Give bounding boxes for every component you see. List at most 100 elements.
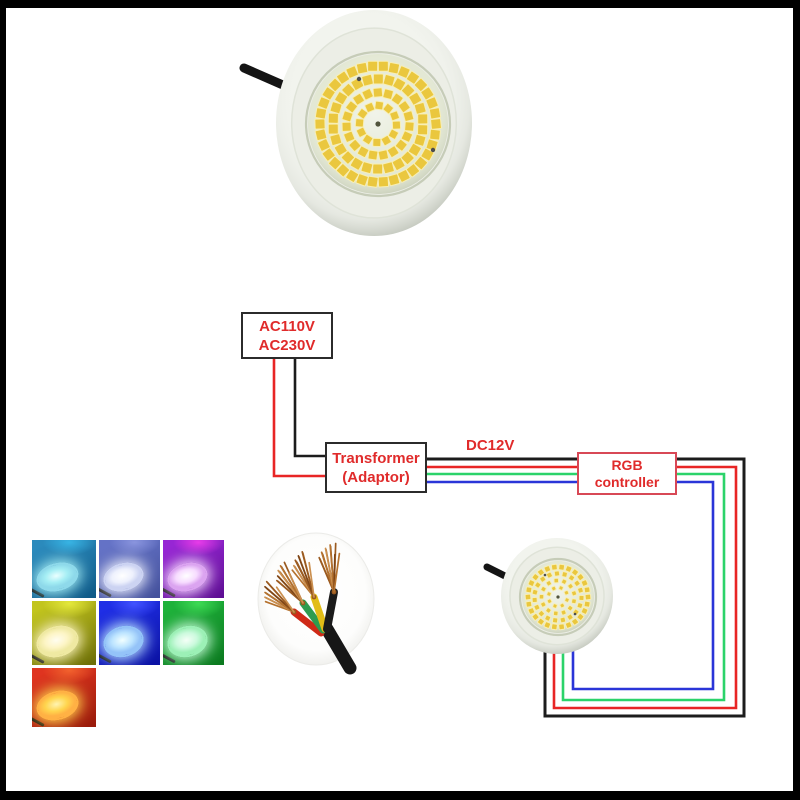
led-chip xyxy=(341,110,354,123)
led-chip xyxy=(544,614,552,622)
led-chip xyxy=(400,130,414,143)
led-chip xyxy=(329,133,343,147)
led-chip xyxy=(380,134,392,147)
led-chip xyxy=(386,145,400,158)
lit-pool-light xyxy=(33,685,83,725)
led-chip xyxy=(405,70,421,85)
led-chip xyxy=(356,108,369,120)
core-yellow xyxy=(310,593,329,633)
led-chip xyxy=(417,124,429,136)
led-chip xyxy=(355,173,369,187)
core-red xyxy=(290,608,325,637)
led-chip xyxy=(321,86,336,101)
led-chip xyxy=(571,617,579,626)
led-chip xyxy=(553,570,561,577)
core-green xyxy=(299,599,327,634)
led-chip xyxy=(576,612,585,621)
led-chip xyxy=(580,579,589,587)
led-chip xyxy=(402,110,415,122)
led-chip xyxy=(413,77,429,93)
led-chip xyxy=(372,137,382,148)
led-chip xyxy=(550,623,558,631)
led-chip xyxy=(377,60,389,72)
color-sample-tile-lavender-blue xyxy=(99,540,160,598)
led-chip xyxy=(560,609,567,616)
color-sample-tile-ice-blue xyxy=(32,540,96,598)
transformer-box: Transformer (Adaptor) xyxy=(325,442,427,493)
led-chip xyxy=(430,118,442,130)
transformer-box-line1: Transformer xyxy=(332,449,420,467)
core-black xyxy=(323,588,338,633)
lit-pool-light xyxy=(163,621,212,662)
led-chip xyxy=(428,107,442,120)
led-chip xyxy=(413,101,427,115)
led-chip xyxy=(553,577,560,584)
led-chip xyxy=(540,585,547,593)
led-chip xyxy=(531,588,539,596)
led-chip xyxy=(417,113,429,125)
led-chip xyxy=(558,563,566,571)
led-chip xyxy=(361,73,374,87)
led-chip xyxy=(545,580,553,587)
led-chip xyxy=(355,62,369,75)
dc12v-label: DC12V xyxy=(466,437,515,454)
led-chip xyxy=(552,610,559,617)
led-chip xyxy=(362,133,374,146)
led-chip xyxy=(345,168,360,183)
led-chip xyxy=(335,70,351,85)
led-chip xyxy=(355,126,367,138)
led-chip xyxy=(580,607,589,615)
led-chip xyxy=(372,87,384,98)
lit-pool-light xyxy=(33,557,83,597)
led-chip xyxy=(533,603,541,611)
board-ring xyxy=(518,557,598,637)
led-chip xyxy=(550,585,557,592)
led-chip xyxy=(341,82,356,98)
led-chip xyxy=(387,173,401,187)
rgb-controller-box: RGB controller xyxy=(577,452,677,495)
led-chip xyxy=(525,586,533,594)
led-chip xyxy=(527,607,536,615)
wire-ac-red xyxy=(272,359,326,478)
led-chip xyxy=(578,594,585,601)
led-chip xyxy=(413,155,429,171)
led-chip xyxy=(538,593,545,600)
led-chip xyxy=(327,112,339,124)
led-chip xyxy=(327,123,339,135)
led-chip xyxy=(546,591,552,597)
led-chip xyxy=(545,571,553,579)
led-chip xyxy=(563,589,570,596)
led-chip xyxy=(550,563,558,571)
led-chip xyxy=(354,118,365,128)
led-chip xyxy=(568,574,576,582)
led-chip xyxy=(559,616,567,624)
led-chip xyxy=(531,612,540,621)
color-sample-tile-purple xyxy=(163,540,224,598)
led-chip xyxy=(356,145,370,159)
led-chip xyxy=(396,169,411,183)
ac-power-box: AC110V AC230V xyxy=(241,312,333,359)
led-chip xyxy=(345,65,359,79)
led-chip xyxy=(540,601,547,608)
pool-light-photo-large xyxy=(239,10,472,236)
led-chip xyxy=(397,100,411,114)
center-hole xyxy=(375,121,381,127)
led-chip xyxy=(583,600,591,608)
lit-pool-light xyxy=(33,620,83,662)
led-chip xyxy=(425,138,439,152)
led-chip xyxy=(413,133,427,147)
lit-pool-light xyxy=(99,621,148,662)
led-chip xyxy=(317,96,331,110)
screw-dot xyxy=(430,147,436,153)
screw-dot xyxy=(573,612,577,616)
led-chip xyxy=(400,150,415,166)
led-chip xyxy=(576,573,585,582)
color-sample-tile-red xyxy=(32,668,96,727)
wire-ac-black xyxy=(293,359,326,458)
center-hole xyxy=(556,595,560,599)
copper-strand xyxy=(308,561,315,598)
led-chip xyxy=(340,150,356,165)
copper-strand xyxy=(275,586,295,613)
led-chip xyxy=(566,604,574,612)
color-sample-tile-green xyxy=(163,601,224,665)
